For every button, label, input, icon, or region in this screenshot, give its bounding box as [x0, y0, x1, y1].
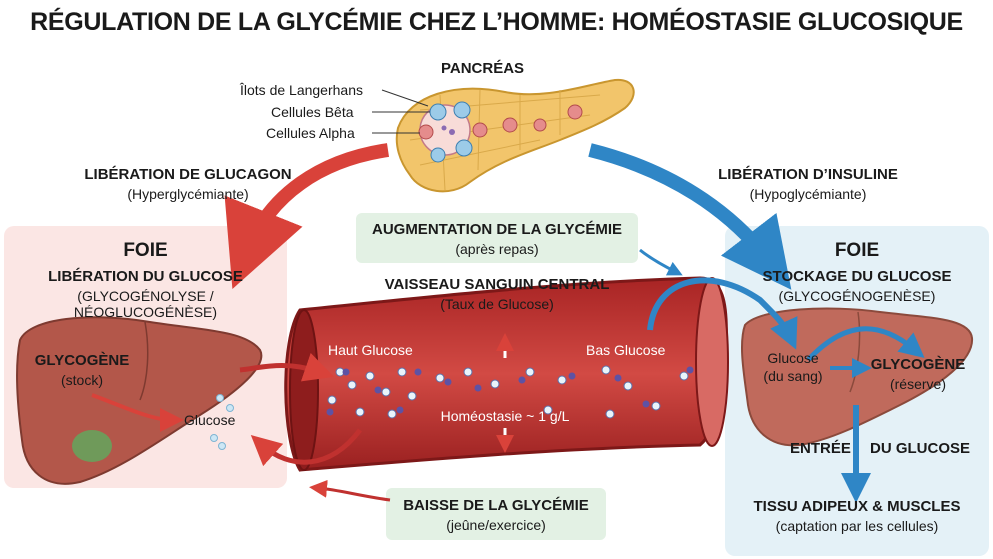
page-title: RÉGULATION DE LA GLYCÉMIE CHEZ L’HOMME: …	[30, 8, 963, 36]
glucagon-arrow	[224, 143, 390, 289]
rise-subtitle: (après repas)	[455, 241, 539, 257]
insulin-arrow	[588, 143, 792, 290]
rise-box	[356, 213, 638, 263]
vessel-high-label: Haut Glucose	[328, 342, 413, 358]
left-liver-title: LIBÉRATION DU GLUCOSE	[48, 268, 243, 285]
glucose-entry-label-a: ENTRÉE	[790, 440, 851, 457]
vessel-low-label: Bas Glucose	[586, 342, 666, 358]
drop-title: BAISSE DE LA GLYCÉMIE	[403, 497, 589, 514]
glucagon-subtitle: (Hyperglycémiante)	[127, 186, 249, 202]
glucagon-title: LIBÉRATION DE GLUCAGON	[84, 166, 292, 183]
right-liver-subtitle: (GLYCOGÉNOGENÈSE)	[778, 288, 936, 304]
left-glycogen-title: GLYCOGÈNE	[34, 352, 130, 369]
left-liver-illustration	[15, 316, 263, 485]
left-liver-heading: FOIE	[123, 240, 168, 261]
rise-title: AUGMENTATION DE LA GLYCÉMIE	[371, 221, 622, 238]
right-liver-title: STOCKAGE DU GLUCOSE	[762, 268, 952, 285]
tissue-subtitle: (captation par les cellules)	[775, 518, 939, 534]
right-glycogen-subtitle: (réserve)	[889, 376, 946, 392]
right-glucose-label: Glucose	[767, 350, 819, 366]
tissue-title: TISSU ADIPEUX & MUSCLES	[753, 498, 961, 515]
left-glycogen-subtitle: (stock)	[61, 372, 103, 388]
left-liver-subtitle: (GLYCOGÉNOLYSE / NÉOGLUCOGÉNÈSE)	[73, 288, 218, 320]
left-glucose-label: Glucose	[184, 412, 236, 428]
drop-box	[386, 488, 606, 540]
drop-subtitle: (jeûne/exercice)	[446, 517, 546, 533]
vessel-homeostasis-label: Homéostasie ~ 1 g/L	[440, 408, 570, 424]
insulin-title: LIBÉRATION D’INSULINE	[718, 166, 898, 183]
vessel-subtitle: (Taux de Glucose)	[440, 296, 554, 312]
annotation-langerhans: Îlots de Langerhans	[240, 82, 363, 98]
pancreas-illustration	[372, 78, 635, 193]
insulin-subtitle: (Hypoglycémiante)	[749, 186, 867, 202]
annotation-alpha: Cellules Alpha	[266, 125, 355, 141]
annotation-beta: Cellules Bêta	[271, 104, 354, 120]
pancreas-label: PANCRÉAS	[441, 60, 525, 77]
right-glycogen-title: GLYCOGÈNE	[870, 356, 966, 373]
glucose-entry-label-b: DU GLUCOSE	[870, 440, 971, 457]
right-glucose-sublabel: (du sang)	[763, 368, 823, 384]
vessel-title: VAISSEAU SANGUIN CENTRAL	[384, 276, 610, 293]
right-liver-heading: FOIE	[834, 240, 880, 261]
